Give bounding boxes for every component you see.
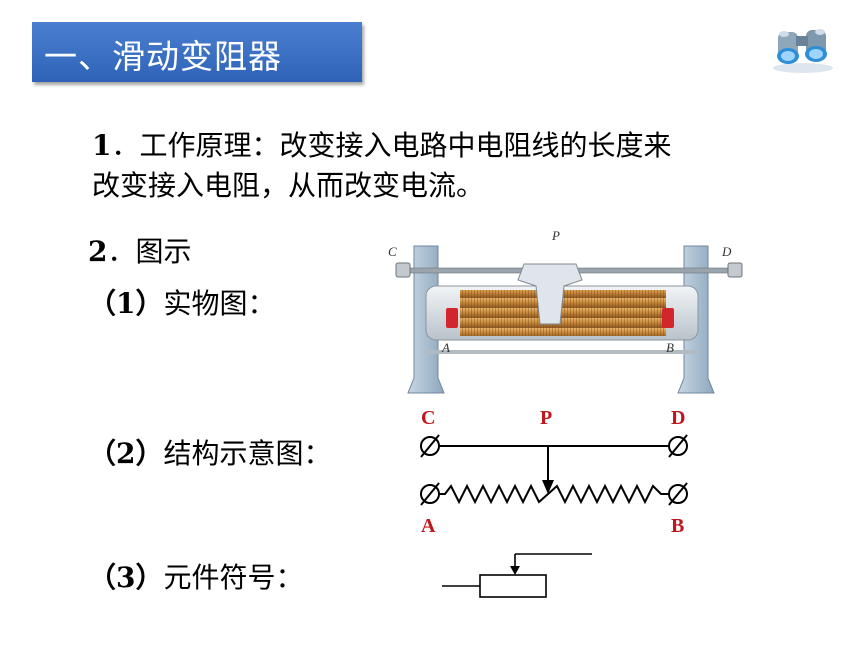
schematic-label-a: A [421,515,436,537]
component-symbol [442,553,592,598]
item-photo-number: （1） [88,287,164,320]
schematic-label-d: D [671,407,685,429]
title-bar: 一、滑动变阻器 [32,22,362,82]
item-photo: （1）实物图： [88,282,276,322]
item-structure-text: 结构示意图： [163,437,332,470]
terminal-a [420,482,440,506]
item-structure-number: （2） [88,437,164,470]
item-photo-text: 实物图： [163,287,276,320]
diagram-heading-text: ．图示 [107,235,192,268]
photo-label-a: A [441,340,450,355]
diagram-heading: 2．图示 [88,230,192,270]
item-structure: （2）结构示意图： [88,432,332,472]
binoculars-icon [773,29,833,73]
page-title: 一、滑动变阻器 [44,37,282,76]
terminal-d [668,434,688,458]
principle-line-2: 改变接入电阻，从而改变电流。 [92,169,485,202]
principle-text-1: ．工作原理：改变接入电路中电阻线的长度来 [111,129,672,162]
item-symbol: （3）元件符号： [88,556,304,596]
principle-line-1: 1．工作原理：改变接入电路中电阻线的长度来 [92,124,672,164]
diagram-number: 2 [88,235,108,268]
terminal-b [668,482,688,506]
item-symbol-text: 元件符号： [163,561,304,594]
rheostat-photo: C D P A B [388,228,743,394]
photo-label-c: C [388,244,397,259]
photo-label-b: B [666,340,674,355]
schematic-label-c: C [421,407,435,429]
photo-label-d: D [721,244,732,259]
photo-label-p: P [551,228,560,243]
schematic-label-b: B [671,515,684,537]
schematic-label-p: P [540,407,552,429]
structure-diagram: C P D A B [420,407,688,537]
item-symbol-number: （3） [88,561,164,594]
terminal-c [420,434,440,458]
principle-number: 1 [92,129,112,162]
